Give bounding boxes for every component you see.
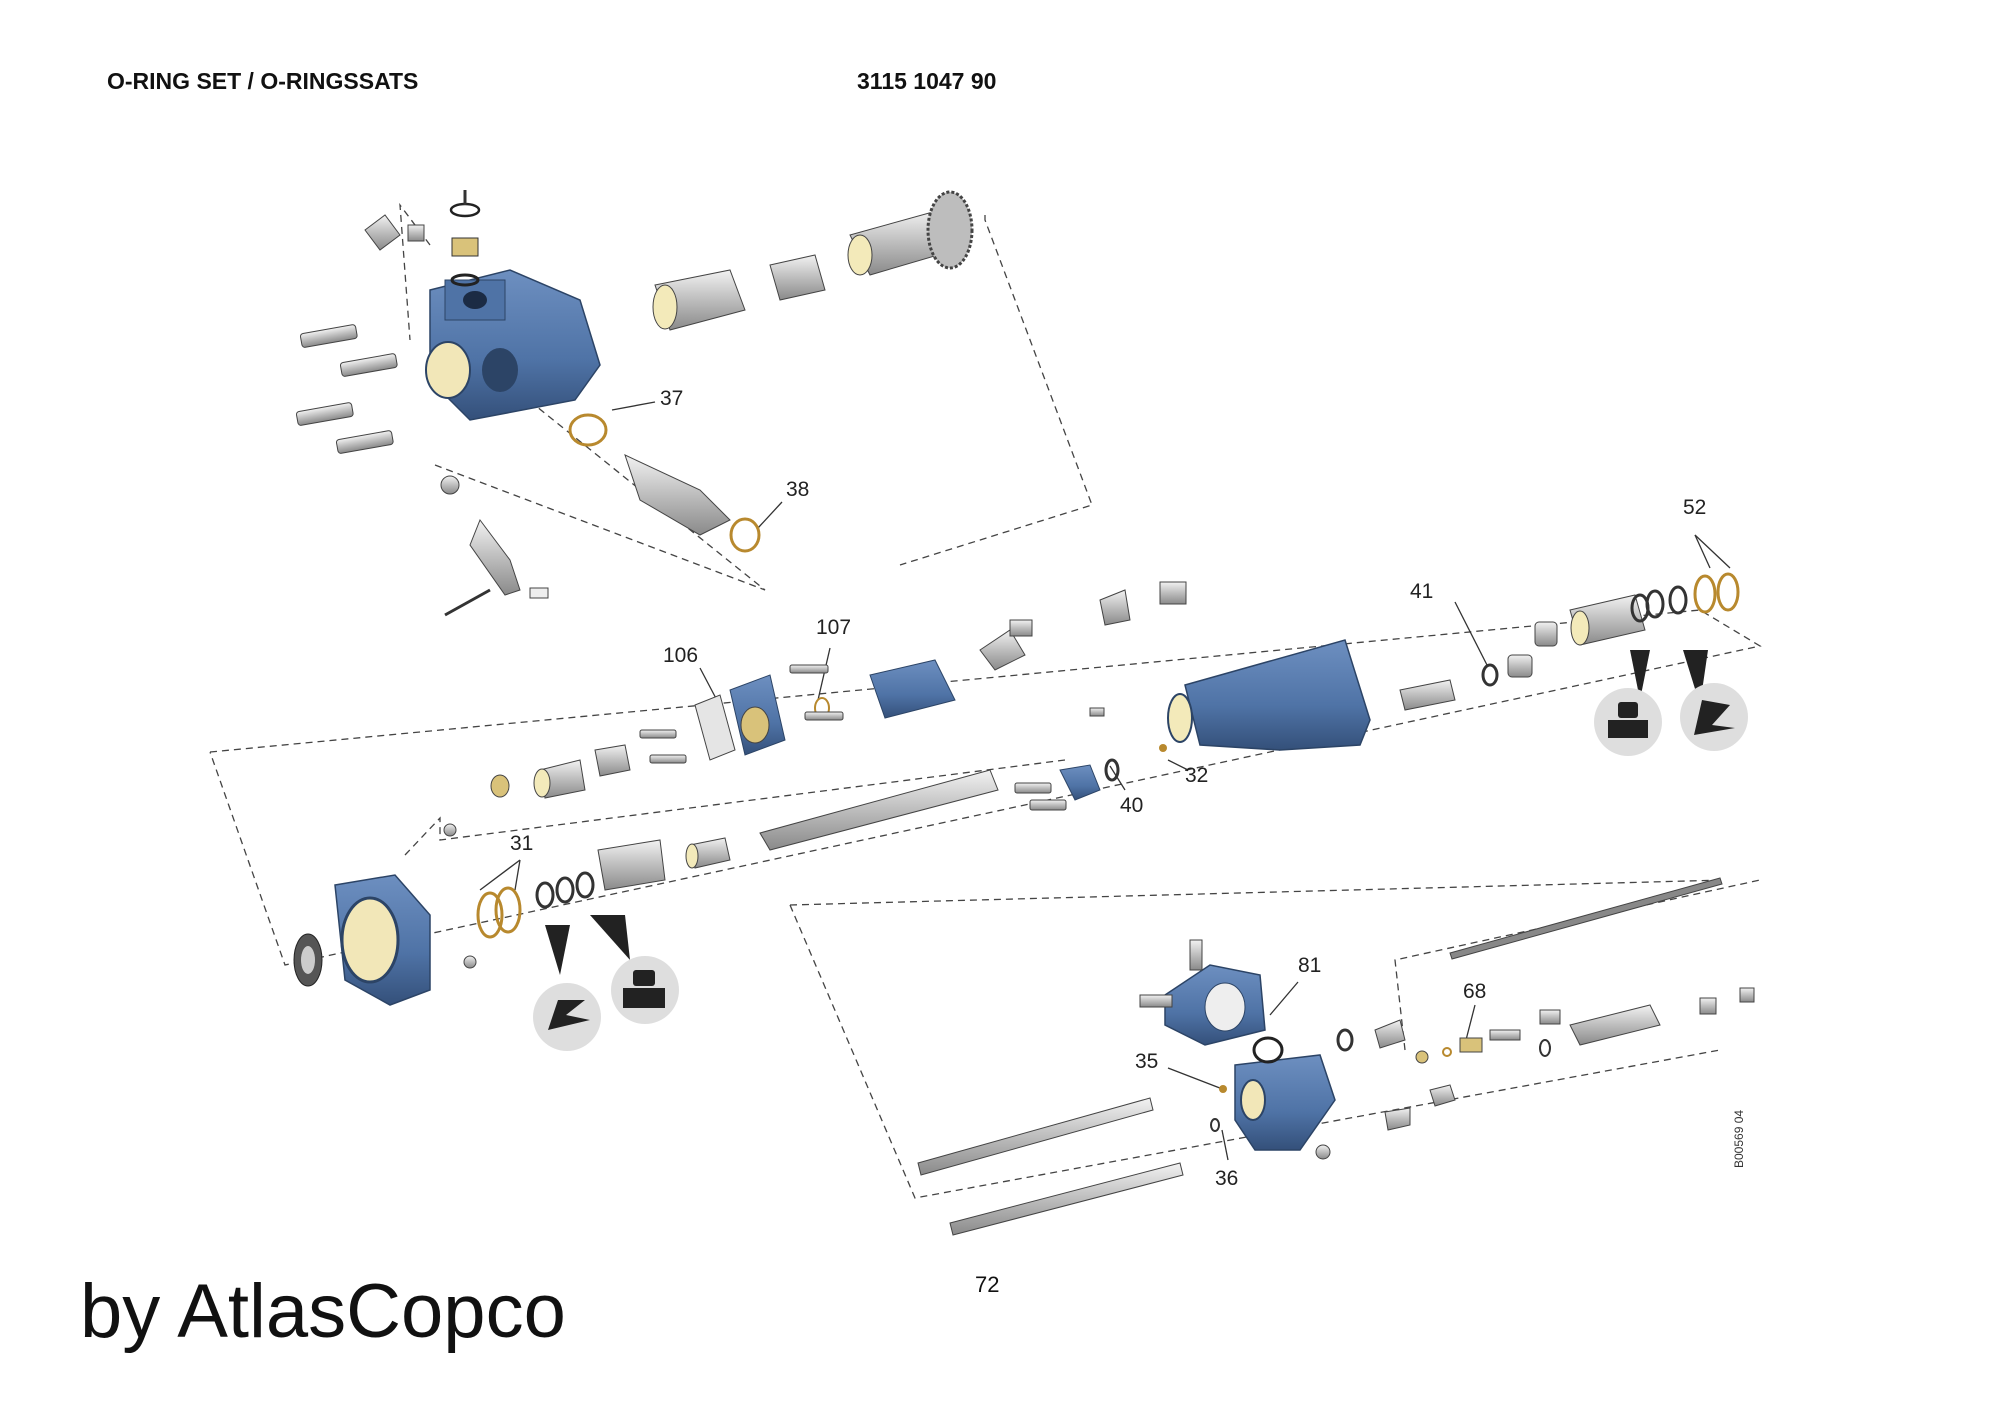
- callout-52: 52: [1683, 496, 1706, 519]
- page-number: 72: [975, 1272, 1000, 1297]
- callout-36: 36: [1215, 1167, 1238, 1190]
- callout-68: 68: [1463, 980, 1486, 1003]
- callout-37: 37: [660, 387, 683, 410]
- part-number: 3115 1047 90: [857, 68, 997, 94]
- motor-housing-group: [295, 190, 974, 617]
- callout-labels: 37 38 52 41 106 107 32 40 31 81 68 35 36: [510, 387, 1706, 1190]
- mid-group: [293, 572, 1740, 1006]
- callout-106: 106: [663, 644, 698, 667]
- callout-32: 32: [1185, 764, 1208, 787]
- seal-detail-icons: [533, 650, 1748, 1051]
- callout-40: 40: [1120, 794, 1143, 817]
- callout-35: 35: [1135, 1050, 1158, 1073]
- callout-38: 38: [786, 478, 809, 501]
- drawing-code: B00569 04: [1732, 1109, 1746, 1168]
- callout-31: 31: [510, 832, 533, 855]
- callout-41: 41: [1410, 580, 1433, 603]
- callout-107: 107: [816, 616, 851, 639]
- page-title: O-RING SET / O-RINGSSATS: [107, 68, 419, 94]
- bottom-group: [917, 877, 1755, 1236]
- callout-81: 81: [1298, 954, 1321, 977]
- brand-watermark: by AtlasCopco: [80, 1269, 566, 1354]
